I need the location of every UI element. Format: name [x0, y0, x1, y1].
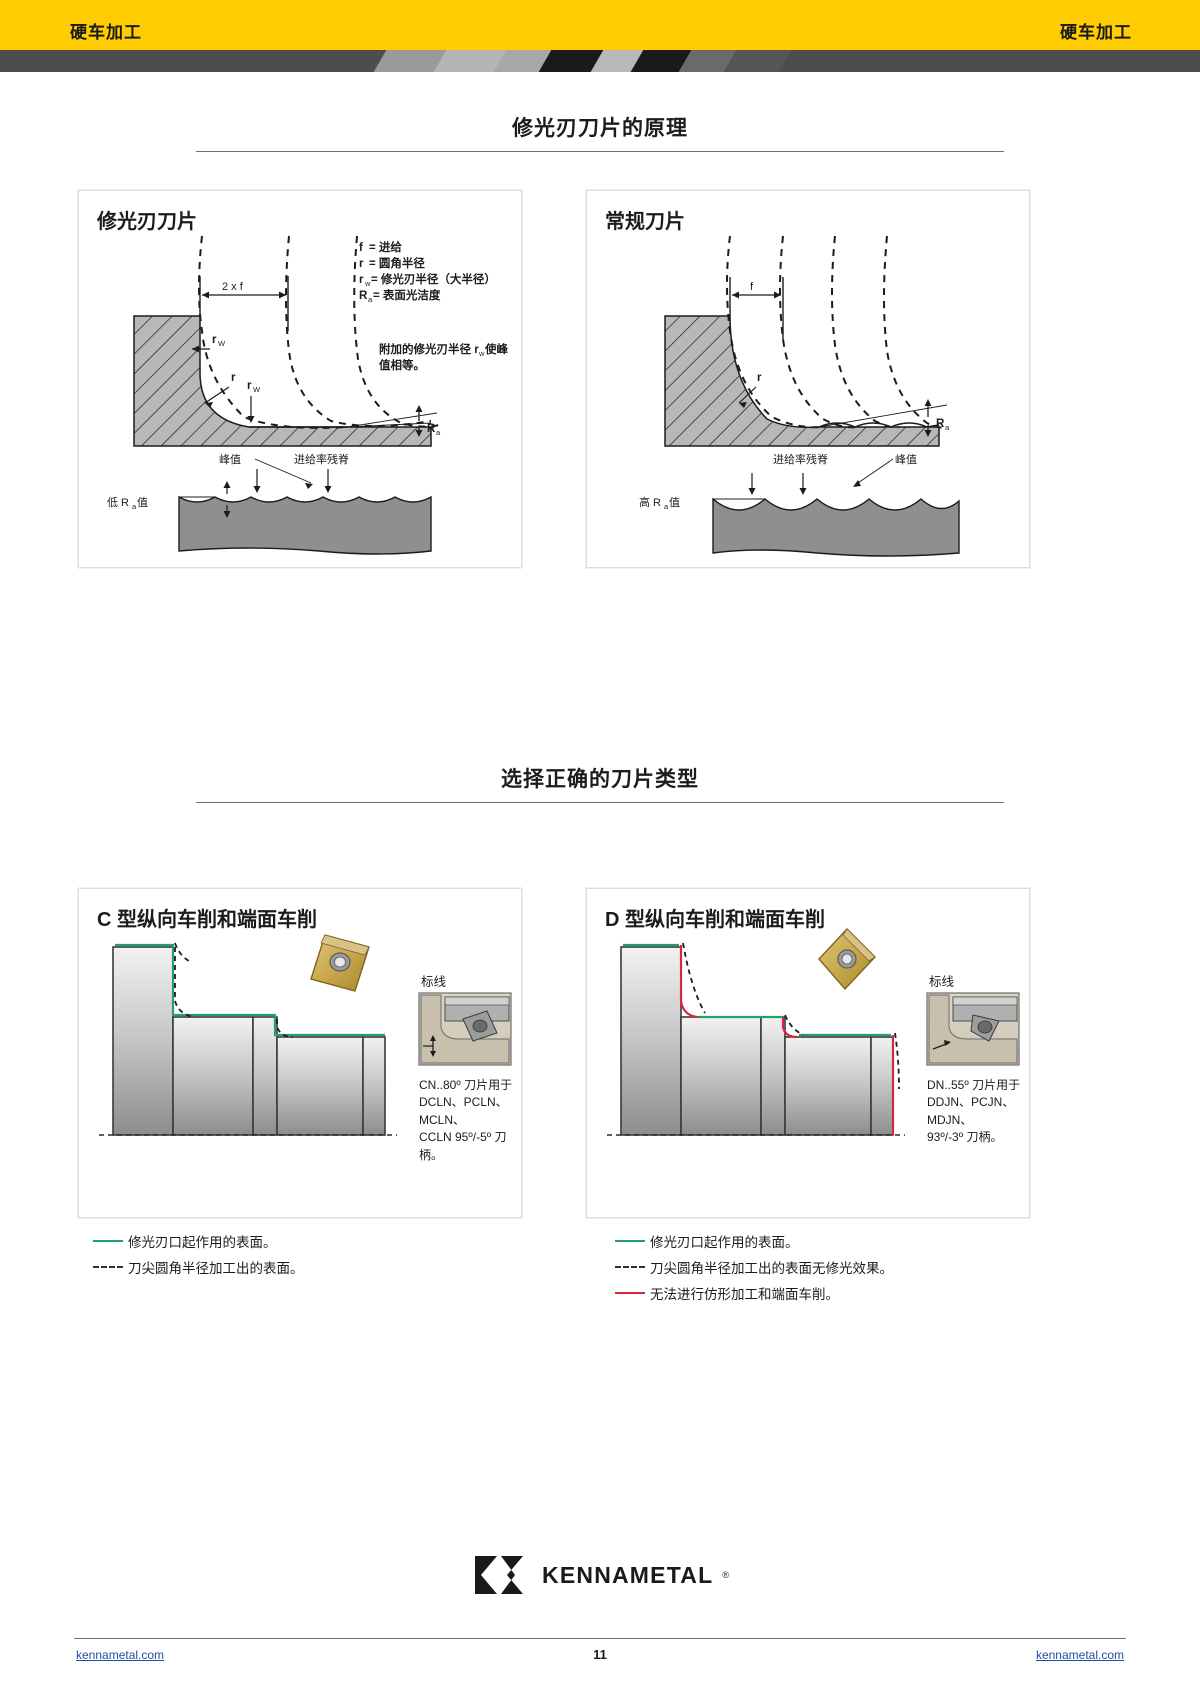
- footer-rule: [74, 1638, 1126, 1639]
- label-feed-ridge-right: 进给率残脊: [773, 452, 828, 466]
- legend-f-txt: = 进给: [369, 240, 402, 254]
- legend-item: 修光刃口起作用的表面。: [610, 1228, 1060, 1254]
- label-rw-sub: W: [218, 339, 226, 348]
- legend-ra-sub: a: [368, 295, 373, 304]
- legend-item: 刀尖圆角半径加工出的表面。: [88, 1254, 518, 1280]
- label-ra-right-sub: a: [945, 423, 950, 432]
- section-title-insert-type-text: 选择正确的刀片类型: [501, 768, 699, 791]
- label-high-ra-post: 值: [669, 496, 680, 509]
- header-stripe: [0, 50, 1200, 72]
- d-thumb-caption-line-3: 93º/-3º 刀柄。: [927, 1130, 1003, 1145]
- label-peak: 峰值: [219, 453, 241, 466]
- label-ra-main: R: [427, 423, 436, 435]
- panel-conventional-insert-title: 常规刀片: [605, 211, 685, 233]
- green-line-icon: [610, 1240, 650, 1242]
- red-line-icon: [610, 1292, 650, 1294]
- kennametal-trademark: ®: [722, 1570, 729, 1580]
- d-thumb-caption-line-1: DN..55º 刀片用于: [927, 1078, 1021, 1092]
- legend-rw-sym: r: [359, 274, 364, 286]
- label-rw2-sub: W: [253, 385, 261, 394]
- dashed-line-icon: [610, 1266, 650, 1268]
- legend-f-sym: f: [359, 242, 363, 254]
- panel-c-type-prefix: C: [97, 909, 112, 931]
- legend-item-label: 修光刃口起作用的表面。: [650, 1235, 799, 1250]
- legend-item-label: 无法进行仿形加工和端面车削。: [650, 1287, 839, 1302]
- header-title-left: 硬车加工: [70, 23, 142, 42]
- legend-ra-txt: = 表面光洁度: [373, 288, 441, 302]
- label-feed-ridge: 进给率残脊: [294, 452, 349, 466]
- dim-2xf-label: 2 x f: [222, 281, 244, 293]
- legend-item: 修光刃口起作用的表面。: [88, 1228, 518, 1254]
- label-high-ra-sub: a: [664, 502, 669, 511]
- kennametal-mark-icon: [475, 1556, 524, 1594]
- legend-item-label: 刀尖圆角半径加工出的表面无修光效果。: [650, 1261, 893, 1276]
- panel-wiper-insert: 修光刃刀片 2 x f r W r: [78, 190, 522, 568]
- panel-d-type-title-text: 型纵向车削和端面车削: [625, 909, 826, 931]
- d-type-diagram: [607, 927, 1020, 1136]
- kennametal-logo: KENNAMETAL ®: [0, 1554, 1200, 1596]
- section-title-insert-type: 选择正确的刀片类型: [196, 763, 1004, 803]
- legend-item: 无法进行仿形加工和端面车削。: [610, 1280, 1060, 1306]
- label-peak-right: 峰值: [895, 453, 917, 466]
- legend-item-label: 修光刃口起作用的表面。: [128, 1235, 277, 1250]
- note-line1: 附加的修光刃半径 r: [379, 342, 479, 356]
- section-rule: [196, 151, 1004, 152]
- green-line-icon: [88, 1240, 128, 1242]
- c-thumb-caption-line-1: CN..80º 刀片用于: [419, 1078, 513, 1092]
- section-rule-2: [196, 802, 1004, 803]
- label-low-ra-post: 值: [137, 496, 148, 509]
- panel-d-type-prefix: D: [605, 909, 620, 931]
- dashed-line-icon: [88, 1266, 128, 1268]
- legend-rw-sub: w: [364, 279, 371, 288]
- d-thumb-caption-line-2: DDJN、PCJN、MDJN、: [927, 1095, 1015, 1127]
- note-line1b: 使峰: [484, 342, 508, 356]
- d-thumb-caption: DN..55º 刀片用于 DDJN、PCJN、MDJN、 93º/-3º 刀柄。: [927, 1077, 1042, 1147]
- wiper-insert-diagram: 2 x f r W r r W R a 进给率残脊 峰值: [107, 235, 508, 555]
- footer-link-left[interactable]: kennametal.com: [76, 1648, 165, 1662]
- label-low-ra-sub: a: [132, 502, 137, 511]
- conventional-insert-diagram: f r R a 进给率残脊 峰值 高 R a 值: [639, 235, 960, 557]
- label-r: r: [231, 372, 236, 384]
- label-low-ra-pre: 低 R: [107, 496, 129, 509]
- legend-item: 刀尖圆角半径加工出的表面无修光效果。: [610, 1254, 1060, 1280]
- label-rw-main: r: [212, 334, 217, 346]
- kennametal-wordmark: KENNAMETAL: [542, 1561, 714, 1588]
- panel-d-type-title: D 型纵向车削和端面车削: [605, 903, 825, 932]
- panel-wiper-insert-title: 修光刃刀片: [97, 211, 197, 233]
- dim-f-label: f: [750, 281, 754, 293]
- panel-c-type: C 型纵向车削和端面车削: [78, 888, 522, 1218]
- panel-d-type: D 型纵向车削和端面车削: [586, 888, 1030, 1218]
- header-title-right: 硬车加工: [1060, 23, 1132, 42]
- c-type-diagram: [99, 934, 512, 1136]
- legend-r-sym: r: [359, 258, 364, 270]
- label-ra-sub: a: [436, 428, 441, 437]
- legend-d-type: 修光刃口起作用的表面。 刀尖圆角半径加工出的表面无修光效果。 无法进行仿形加工和…: [610, 1228, 1060, 1306]
- label-r-right: r: [757, 372, 762, 384]
- section-title-principle-text: 修光刃刀片的原理: [512, 117, 688, 140]
- legend-item-label: 刀尖圆角半径加工出的表面。: [128, 1261, 304, 1276]
- note-sub: w: [478, 349, 485, 358]
- c-thumb-caption: CN..80º 刀片用于 DCLN、PCLN、MCLN、 CCLN 95º/-5…: [419, 1077, 529, 1164]
- panel-conventional-insert: 常规刀片 f r R a: [586, 190, 1030, 568]
- header-band: [0, 0, 1200, 50]
- legend-c-type: 修光刃口起作用的表面。 刀尖圆角半径加工出的表面。: [88, 1228, 518, 1280]
- c-thumb-label: 标线: [421, 975, 447, 989]
- label-rw2-main: r: [247, 380, 252, 392]
- d-thumb-label: 标线: [929, 975, 955, 989]
- legend-ra-sym: R: [359, 290, 368, 302]
- legend-rw-txt: = 修光刃半径（大半径）: [371, 272, 496, 286]
- c-thumb-caption-line-2: DCLN、PCLN、MCLN、: [419, 1095, 508, 1127]
- panel-c-type-title: C 型纵向车削和端面车削: [97, 903, 317, 932]
- c-thumb-caption-line-3: CCLN 95º/-5º 刀柄。: [419, 1130, 507, 1162]
- section-title-principle: 修光刃刀片的原理: [196, 112, 1004, 152]
- label-ra-right-main: R: [936, 418, 945, 430]
- footer-link-right[interactable]: kennametal.com: [1035, 1648, 1124, 1662]
- note-line2: 值相等。: [379, 358, 425, 372]
- label-high-ra-pre: 高 R: [639, 495, 661, 509]
- page-number: 11: [593, 1647, 607, 1662]
- legend-r-txt: = 圆角半径: [369, 256, 425, 270]
- panel-c-type-title-text: 型纵向车削和端面车削: [117, 909, 318, 931]
